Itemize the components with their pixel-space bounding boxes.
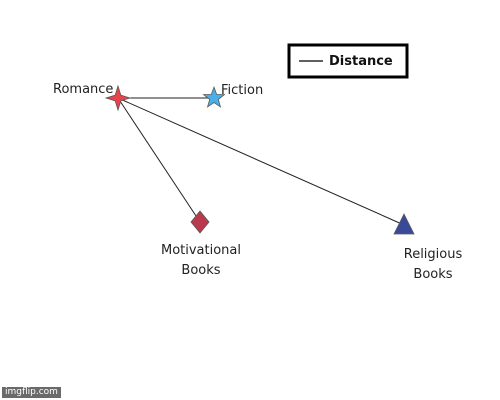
edge-romance-religious: [117, 97, 405, 226]
node-label-line: Books: [181, 263, 220, 278]
node-label-line: Religious: [404, 247, 463, 262]
triangle-marker: [393, 213, 415, 235]
node-label-fiction: Fiction: [221, 83, 263, 98]
legend: Distance: [287, 43, 409, 79]
watermark: imgflip.com: [2, 387, 61, 398]
node-label-romance: Romance: [53, 82, 113, 97]
legend-label: Distance: [329, 54, 393, 69]
node-romance: Romance: [53, 82, 132, 112]
four-point-star-marker: [104, 84, 132, 112]
node-label-line: Motivational: [161, 243, 241, 258]
edges: [117, 97, 405, 226]
diamond-marker: [190, 210, 210, 234]
edge-romance-motivational: [117, 97, 201, 223]
five-point-star-marker: [202, 85, 226, 108]
node-label-line: Books: [413, 267, 452, 282]
node-label-line: Romance: [53, 82, 113, 97]
node-fiction: Fiction: [202, 83, 263, 108]
node-label-line: Fiction: [221, 83, 263, 98]
